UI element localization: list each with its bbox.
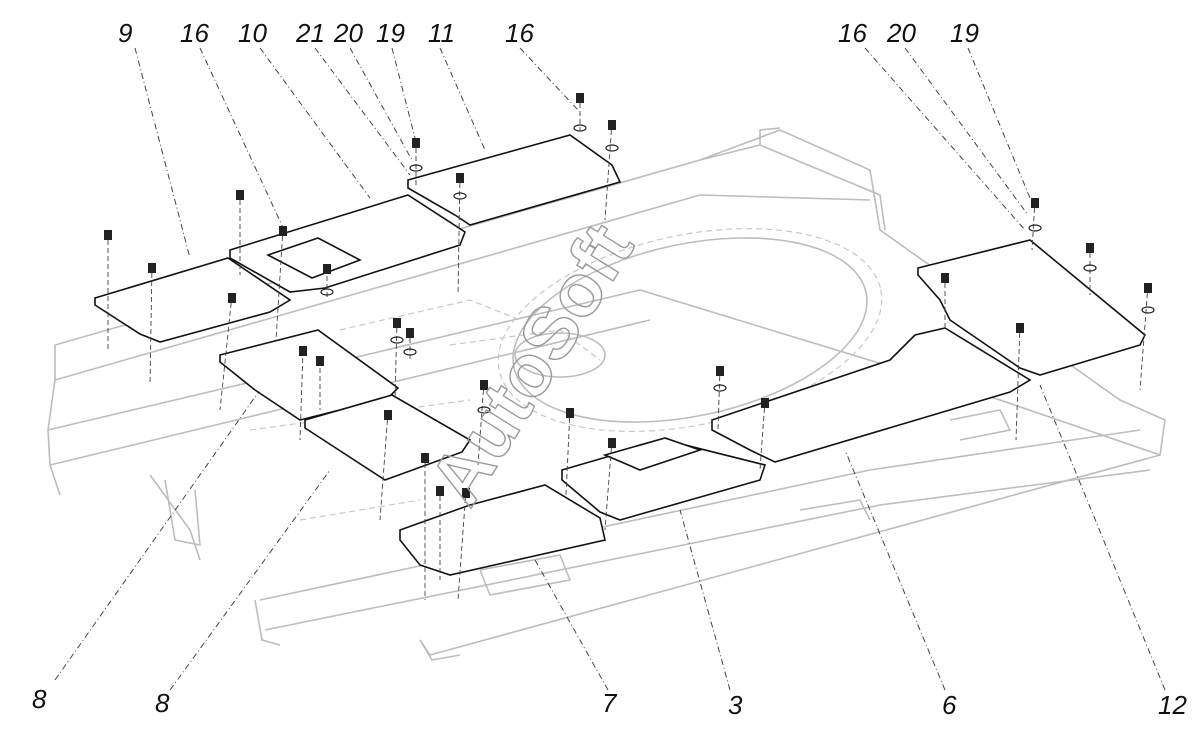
callout-11: 11 [428,18,455,48]
callout-19: 19 [376,18,405,48]
callout-10: 10 [238,18,267,48]
callout-12: 12 [1158,690,1187,720]
callout-8: 8 [32,684,47,714]
panel-11 [407,134,622,226]
floor-panels [94,134,1147,576]
callout-20: 20 [333,18,363,48]
callouts-top: 9 16 10 21 20 19 11 16 16 20 19 [118,18,979,48]
panel-6 [711,327,1032,463]
panel-7 [399,484,606,576]
callout-21: 21 [295,18,325,48]
callout-16: 16 [180,18,209,48]
callout-19: 19 [950,18,979,48]
panel-9 [94,257,292,343]
panel-10-hatch [265,237,362,279]
panel-3-hatch [602,437,703,471]
callouts-bottom: 8 8 7 3 6 12 [32,684,1187,720]
callout-16: 16 [838,18,867,48]
panel-10 [229,194,466,293]
callout-20: 20 [886,18,916,48]
panel-12 [917,239,1147,376]
callout-6: 6 [942,690,957,720]
callout-7: 7 [602,688,618,718]
callout-16: 16 [505,18,534,48]
callout-9: 9 [118,18,132,48]
fasteners [104,93,1155,601]
callout-8: 8 [155,688,170,718]
leader-lines [54,47,1166,691]
callout-3: 3 [728,690,743,720]
